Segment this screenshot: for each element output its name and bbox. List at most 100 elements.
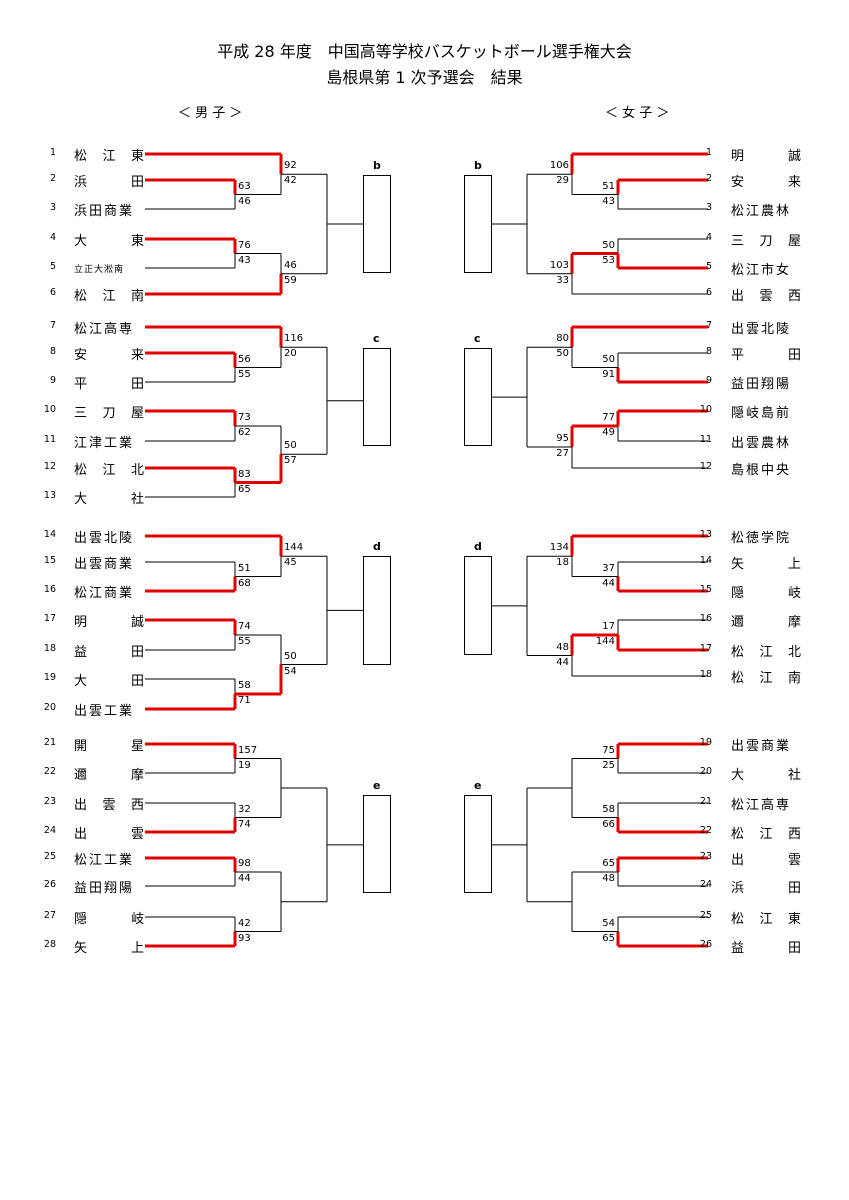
women-d-m1617-score-bottom: 144 [595,636,615,647]
men-team-name: 松江北 [74,463,144,478]
men-team-num: 19 [43,672,56,683]
men-team-num: 4 [49,232,56,243]
men-team-name: 江津工業 [74,436,135,451]
women-c-s1-score-bottom: 50 [556,348,569,360]
men-team-name: 矢上 [74,941,144,956]
men-d-s1-score-top: 144 [284,542,304,554]
men-e-label: e [373,779,381,792]
men-team-name: 松江工業 [74,853,135,868]
women-d-m1415-score-bottom: 44 [602,577,615,589]
men-team-name: 大東 [74,234,144,249]
women-b-box [464,175,492,273]
women-team-name: 島根中央 [731,463,792,478]
women-team-name: 三刀屋 [731,234,801,249]
men-e-m2526-score-top: 98 [238,858,251,869]
men-b-s2-score-bottom: 59 [284,274,297,286]
men-team-name: 邇摩 [74,768,144,783]
women-d-s1-score-top: 134 [549,542,569,554]
men-b-s1-score-bottom: 42 [284,175,297,187]
men-team-name: 浜田 [74,175,144,190]
men-c-m89-score-top: 56 [238,353,251,365]
women-team-name: 松江東 [731,912,801,927]
men-team-num: 2 [49,173,56,184]
men-d-m1718-score-bottom: 55 [238,636,251,647]
women-b-label: b [474,159,482,172]
men-team-name: 出雲北陵 [74,531,135,546]
women-team-num: 2 [705,173,712,184]
men-c-s2-score-top: 50 [284,440,297,452]
men-c-box [363,348,391,446]
women-team-num: 20 [699,766,712,777]
men-team-name: 出雲西 [74,798,144,813]
women-c-m1011-score-bottom: 49 [602,427,615,438]
women-team-num: 3 [705,202,712,213]
men-b-m23-score-bottom: 46 [238,195,251,207]
men-d-s2-score-top: 50 [284,650,297,662]
women-team-num: 7 [705,320,712,331]
men-d-s2-score-bottom: 54 [284,665,297,677]
men-e-m2526-score-bottom: 44 [238,873,251,884]
women-team-name: 松江農林 [731,204,792,219]
men-e-m2122-score-top: 157 [238,744,258,756]
men-team-name: 明誠 [74,615,144,630]
women-c-s2-score-bottom: 27 [556,448,569,459]
women-c-box [464,348,492,446]
women-team-name: 矢上 [731,557,801,572]
men-e-m2122-score-bottom: 19 [238,759,251,771]
women-team-num: 18 [699,669,712,680]
men-team-num: 15 [43,555,56,566]
men-c-m1213-score-top: 83 [238,468,251,480]
women-b-s1-score-bottom: 29 [556,175,569,187]
men-team-num: 17 [43,613,56,624]
men-team-num: 3 [49,202,56,213]
women-team-name: 隠岐 [731,586,801,601]
men-team-num: 9 [49,375,56,386]
title-line-2: 島根県第 1 次予選会 結果 [326,68,523,87]
men-d-s1-score-bottom: 45 [284,557,297,569]
men-team-name: 益田 [74,645,144,660]
men-team-name: 松江南 [74,289,144,304]
women-b-s2-score-top: 103 [549,259,569,271]
men-team-num: 6 [49,287,56,298]
men-team-name: 浜田商業 [74,204,135,219]
women-team-num: 8 [705,346,712,357]
women-team-num: 6 [705,287,712,298]
women-b-m23-score-bottom: 43 [602,195,615,207]
men-c-m89-score-bottom: 55 [238,368,251,380]
men-team-num: 1 [49,147,56,158]
women-team-name: 安来 [731,175,801,190]
men-e-m2324-score-bottom: 74 [238,818,251,830]
men-team-num: 20 [43,702,56,713]
women-b-s1-score-top: 106 [549,160,569,172]
men-team-num: 18 [43,643,56,654]
women-team-num: 26 [699,939,712,950]
women-d-s2-score-bottom: 44 [556,656,569,668]
women-team-num: 11 [699,434,712,445]
women-team-num: 19 [699,737,712,748]
women-e-m2324-score-bottom: 48 [602,873,615,884]
men-team-name: 開星 [74,739,144,754]
men-c-s2-score-bottom: 57 [284,455,297,467]
men-c-m1011-score-bottom: 62 [238,427,251,438]
men-c-label: c [373,332,380,345]
men-b-box [363,175,391,273]
men-team-num: 25 [43,851,56,862]
women-team-num: 15 [699,584,712,595]
men-b-m23-score-top: 63 [238,180,251,192]
women-team-name: 出雲北陵 [731,322,792,337]
women-team-num: 4 [705,232,712,243]
men-team-num: 21 [43,737,56,748]
men-b-m45-score-top: 76 [238,239,251,251]
men-team-num: 27 [43,910,56,921]
men-b-m45-score-bottom: 43 [238,254,251,266]
women-d-label: d [474,540,482,553]
men-b-s2-score-top: 46 [284,259,297,271]
women-team-num: 21 [699,796,712,807]
women-c-s1-score-top: 80 [556,333,569,345]
men-d-m1516-score-top: 51 [238,562,251,574]
men-team-num: 12 [43,461,56,472]
men-e-box [363,795,391,893]
men-team-num: 16 [43,584,56,595]
men-team-num: 24 [43,825,56,836]
